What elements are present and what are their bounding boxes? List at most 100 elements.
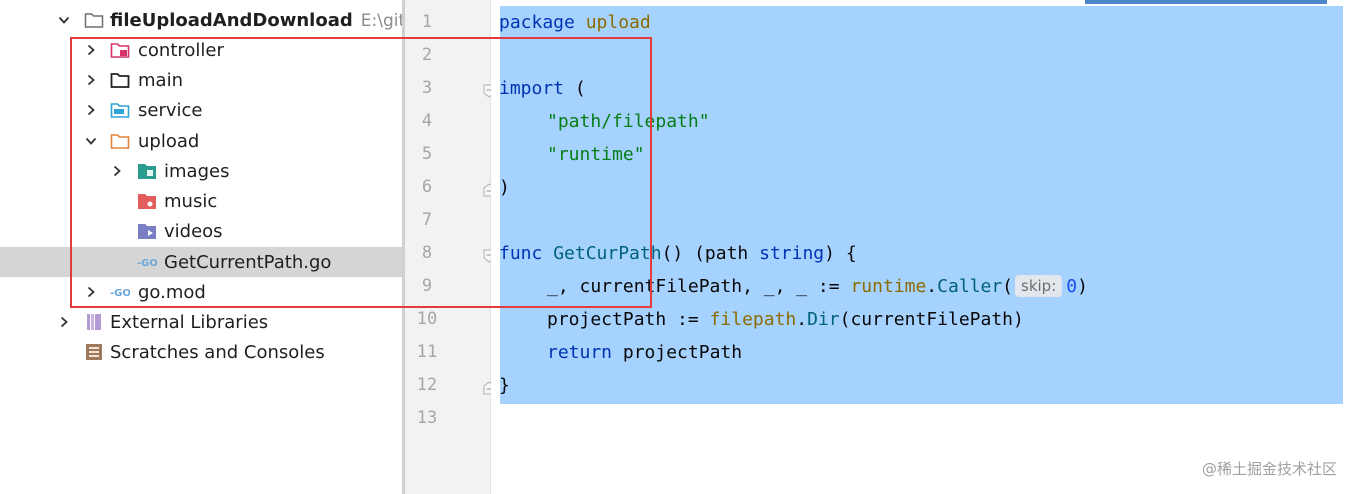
- parameter-hint-skip: skip:: [1015, 275, 1063, 297]
- package-name: upload: [585, 12, 651, 33]
- line-number: 12: [416, 375, 438, 395]
- tree-item-label: upload: [138, 130, 200, 152]
- chevron-right-icon[interactable]: [84, 285, 98, 299]
- call-dir: Dir: [807, 309, 840, 330]
- folder-controller-icon: [110, 40, 130, 60]
- call-caller: Caller: [937, 276, 1003, 297]
- tree-item-scratches[interactable]: Scratches and Consoles: [0, 337, 402, 367]
- code-line-9[interactable]: _, currentFilePath, _, _ := runtime.Call…: [547, 270, 1088, 303]
- tree-item-getcurrentpath[interactable]: -GO GetCurrentPath.go: [0, 247, 402, 277]
- svg-text:-GO: -GO: [137, 258, 157, 269]
- import-path-filepath: "path/filepath": [547, 111, 710, 132]
- keyword-func: func: [499, 243, 543, 264]
- tree-item-label: videos: [164, 220, 223, 242]
- line-number: 8: [421, 243, 433, 263]
- code-line-3[interactable]: import (: [499, 72, 586, 105]
- tree-item-gomod[interactable]: -GO go.mod: [0, 277, 402, 307]
- line-number: 1: [421, 12, 433, 32]
- tree-item-label: music: [164, 190, 218, 212]
- folder-upload-icon: [110, 131, 130, 151]
- go-file-icon: -GO: [137, 252, 157, 272]
- code-line-6[interactable]: ): [499, 171, 510, 204]
- tree-item-service[interactable]: service: [0, 95, 402, 125]
- folder-service-icon: [110, 100, 130, 120]
- return-value: projectPath: [612, 342, 743, 363]
- code-line-12[interactable]: }: [499, 369, 510, 402]
- tree-item-music[interactable]: music: [0, 186, 402, 216]
- import-runtime: "runtime": [547, 144, 645, 165]
- folder-icon: [84, 10, 104, 30]
- folder-icon: [110, 70, 130, 90]
- line-number: 7: [421, 210, 433, 230]
- tree-item-label: GetCurrentPath.go: [164, 251, 332, 273]
- line-number: 4: [421, 111, 433, 131]
- tree-item-external-libraries[interactable]: External Libraries: [0, 307, 402, 337]
- chevron-right-icon[interactable]: [110, 164, 124, 178]
- code-line-10[interactable]: projectPath := filepath.Dir(currentFileP…: [547, 303, 1024, 336]
- editor-gutter: [405, 0, 491, 494]
- folder-images-icon: [137, 161, 157, 181]
- tree-item-label: images: [164, 160, 230, 182]
- chevron-right-icon[interactable]: [57, 315, 71, 329]
- scratches-icon: [84, 342, 104, 362]
- chevron-right-icon[interactable]: [84, 103, 98, 117]
- dot: .: [796, 309, 808, 330]
- tree-root-path: E:\git_: [360, 10, 402, 31]
- gutter-divider: [490, 0, 491, 494]
- line-number: 9: [421, 276, 433, 296]
- keyword-return: return: [547, 342, 613, 363]
- pkg-runtime: runtime: [850, 276, 927, 297]
- chevron-down-icon[interactable]: [57, 13, 71, 27]
- code-line-4[interactable]: "path/filepath": [547, 105, 710, 138]
- svg-text:-GO: -GO: [110, 288, 130, 299]
- keyword-package: package: [499, 12, 575, 33]
- code-line-11[interactable]: return projectPath: [547, 336, 742, 369]
- tree-item-label: service: [138, 99, 203, 121]
- tree-item-controller[interactable]: controller: [0, 35, 402, 65]
- type-string: string: [759, 243, 825, 264]
- func-signature-a: () (path: [661, 243, 760, 264]
- tree-item-label: External Libraries: [110, 311, 269, 333]
- chevron-down-icon[interactable]: [84, 134, 98, 148]
- line-number: 13: [416, 408, 438, 428]
- tree-root-row[interactable]: fileUploadAndDownload E:\git_: [0, 5, 402, 35]
- closing-brace: }: [499, 375, 510, 396]
- code-line-1[interactable]: package upload: [499, 6, 651, 39]
- number-literal: 0: [1066, 276, 1078, 297]
- line-number: 10: [416, 309, 438, 329]
- tree-root-name: fileUploadAndDownload: [110, 9, 353, 31]
- tree-item-images[interactable]: images: [0, 156, 402, 186]
- tree-item-label: controller: [138, 39, 224, 61]
- panel-splitter[interactable]: [402, 0, 405, 494]
- chevron-right-icon[interactable]: [84, 73, 98, 87]
- line-number: 11: [416, 342, 438, 362]
- dir-args: (currentFilePath): [839, 309, 1024, 330]
- tree-item-label: main: [138, 69, 183, 91]
- assign-lhs: _, currentFilePath, _, _ :=: [547, 276, 851, 297]
- code-line-8[interactable]: func GetCurPath() (path string) {: [499, 237, 857, 270]
- folder-music-icon: [137, 191, 157, 211]
- tree-item-main[interactable]: main: [0, 65, 402, 95]
- line-number: 2: [421, 45, 433, 65]
- text-selection: [500, 6, 1343, 404]
- import-open-paren: (: [564, 78, 586, 99]
- keyword-import: import: [499, 78, 565, 99]
- code-line-5[interactable]: "runtime": [547, 138, 645, 171]
- go-mod-icon: -GO: [110, 282, 130, 302]
- tree-item-videos[interactable]: videos: [0, 216, 402, 246]
- tree-item-label: Scratches and Consoles: [110, 341, 325, 363]
- chevron-right-icon[interactable]: [84, 43, 98, 57]
- import-close-paren: ): [499, 177, 510, 198]
- line-number: 5: [421, 144, 433, 164]
- tree-item-upload[interactable]: upload: [0, 126, 402, 156]
- watermark: @稀土掘金技术社区: [1201, 460, 1337, 478]
- line-number: 3: [421, 78, 433, 98]
- open-paren: (: [1002, 276, 1014, 297]
- line-number: 6: [421, 177, 433, 197]
- active-tab-indicator: [1085, 0, 1327, 4]
- libraries-icon: [84, 312, 104, 332]
- close-paren: ): [1077, 276, 1088, 297]
- pkg-filepath: filepath: [709, 309, 797, 330]
- folder-videos-icon: [137, 221, 157, 241]
